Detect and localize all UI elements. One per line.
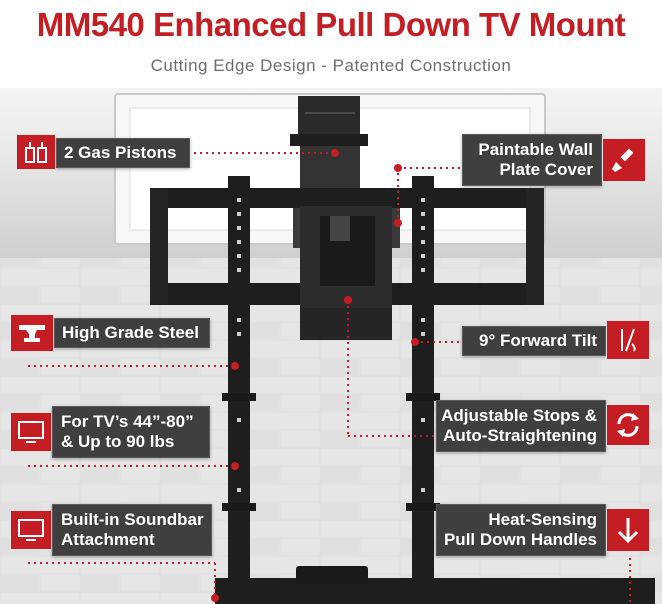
refresh-icon-box [606,404,650,446]
tilt-icon-box [606,320,650,360]
tv-icon-box [10,412,52,452]
callout-steel-label: High Grade Steel [62,323,199,342]
header: MM540 Enhanced Pull Down TV Mount Cuttin… [0,0,662,88]
callout-stops-line1: Adjustable Stops & [441,406,597,425]
callout-handles: Heat-Sensing Pull Down Handles [436,504,606,556]
gas-piston-icon [25,142,47,163]
paintbrush-icon-box [602,138,646,182]
anvil-icon [19,325,45,342]
tv-mount-illustration [28,93,655,604]
page-subtitle: Cutting Edge Design - Patented Construct… [150,56,512,75]
soundbar-tv-icon-box [10,510,52,550]
callout-stops: Adjustable Stops & Auto-Straightening [436,400,606,452]
callout-wall-plate: Paintable Wall Plate Cover [462,134,602,186]
callout-wall-plate-line2: Plate Cover [499,160,593,179]
refresh-icon [617,413,639,437]
callout-gas-pistons-label: 2 Gas Pistons [64,143,177,162]
callout-tv-size: For TV’s 44”-80” & Up to 90 lbs [52,406,210,458]
callout-soundbar: Built-in Soundbar Attachment [52,504,212,556]
tv-icon [18,519,44,541]
paintbrush-icon [612,148,634,172]
callout-handles-line2: Pull Down Handles [443,530,597,549]
callout-wall-plate-line1: Paintable Wall [478,140,593,159]
callout-tilt-label: 9° Forward Tilt [479,331,597,350]
callout-handles-line1: Heat-Sensing [488,510,597,529]
tv-icon [18,421,44,443]
callout-stops-line2: Auto-Straightening [443,426,597,445]
callout-gas-pistons: 2 Gas Pistons [56,138,190,168]
callout-soundbar-line1: Built-in Soundbar [61,510,204,529]
callout-tv-size-line2: & Up to 90 lbs [61,432,175,451]
callout-tilt: 9° Forward Tilt [462,326,606,356]
gas-piston-icon-box [16,134,56,170]
arrow-down-icon-box [606,508,650,552]
tilt-icon [621,328,636,352]
anvil-icon-box [10,314,54,352]
callout-tv-size-line1: For TV’s 44”-80” [61,412,194,431]
arrow-down-icon [617,518,639,544]
page-title: MM540 Enhanced Pull Down TV Mount [36,6,626,43]
callout-soundbar-line2: Attachment [61,530,155,549]
callout-steel: High Grade Steel [54,318,210,348]
